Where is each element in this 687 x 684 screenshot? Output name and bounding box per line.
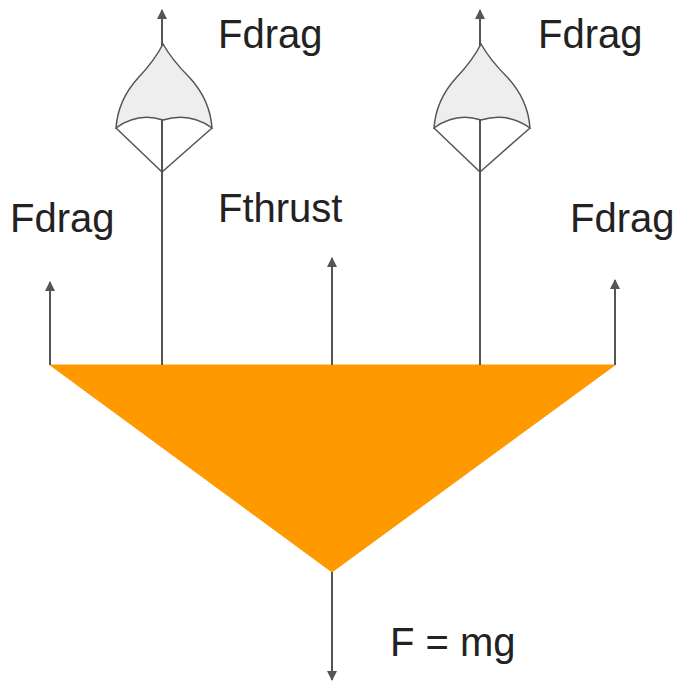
drag-label: Fdrag — [570, 198, 675, 238]
parachute — [434, 10, 530, 365]
drag-label: Fdrag — [538, 14, 643, 54]
drag-label: Fdrag — [10, 198, 115, 238]
body-triangle — [50, 365, 615, 572]
thrust-arrow — [331, 258, 333, 365]
drag-arrow — [614, 280, 616, 365]
drag-arrow — [49, 282, 51, 365]
weight-label: F = mg — [390, 622, 516, 662]
parachute — [116, 10, 212, 365]
weight-arrow — [331, 572, 333, 680]
drag-label: Fdrag — [218, 14, 323, 54]
thrust-label: Fthrust — [218, 188, 342, 228]
